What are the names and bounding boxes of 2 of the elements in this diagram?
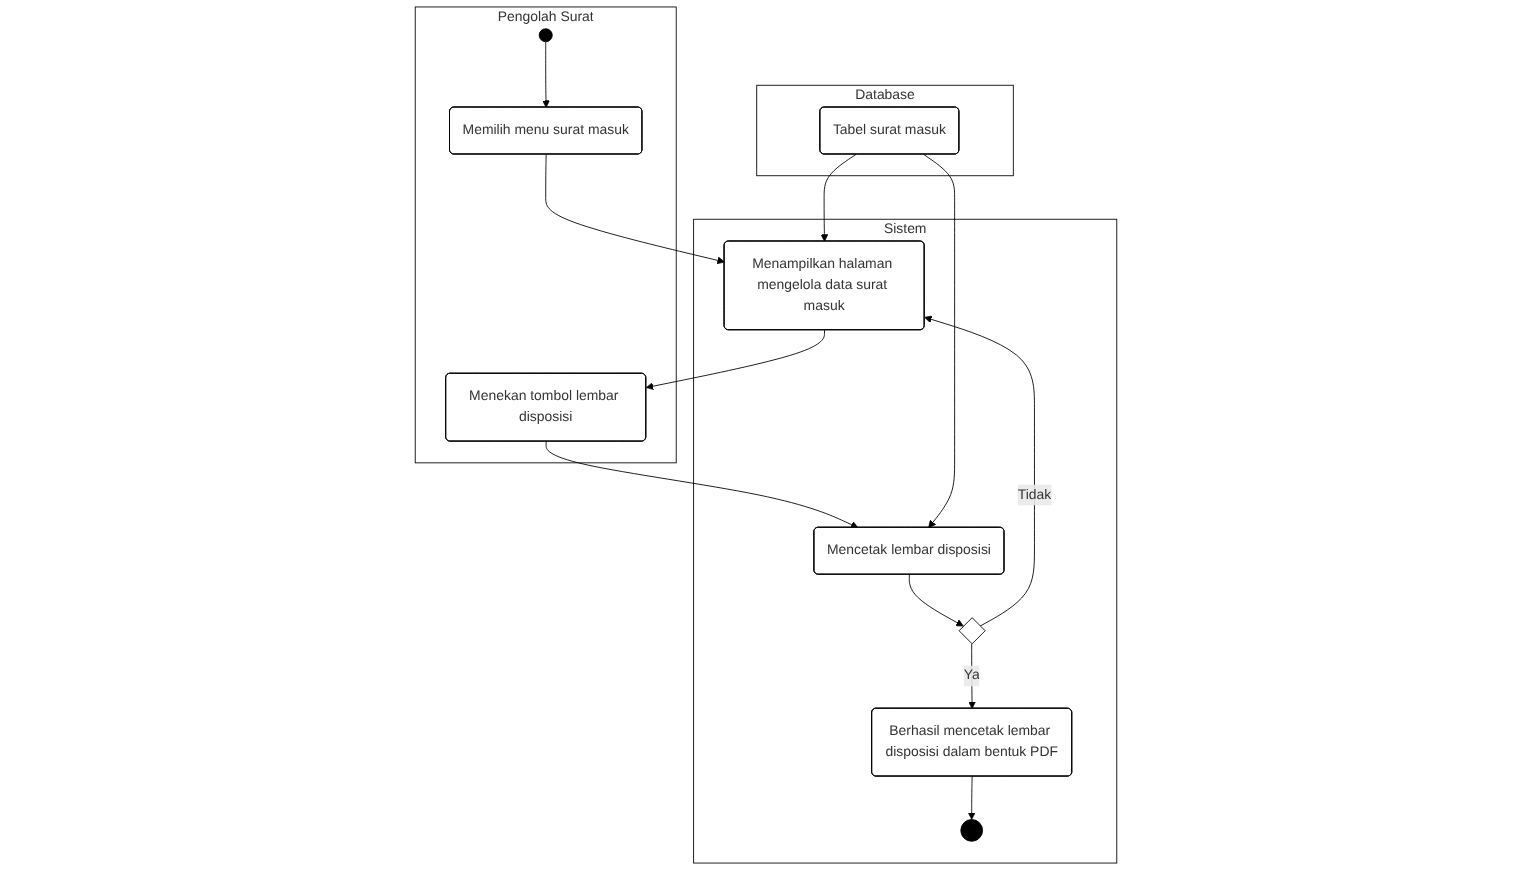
node-diamond — [958, 617, 986, 645]
node-circle — [538, 28, 553, 43]
